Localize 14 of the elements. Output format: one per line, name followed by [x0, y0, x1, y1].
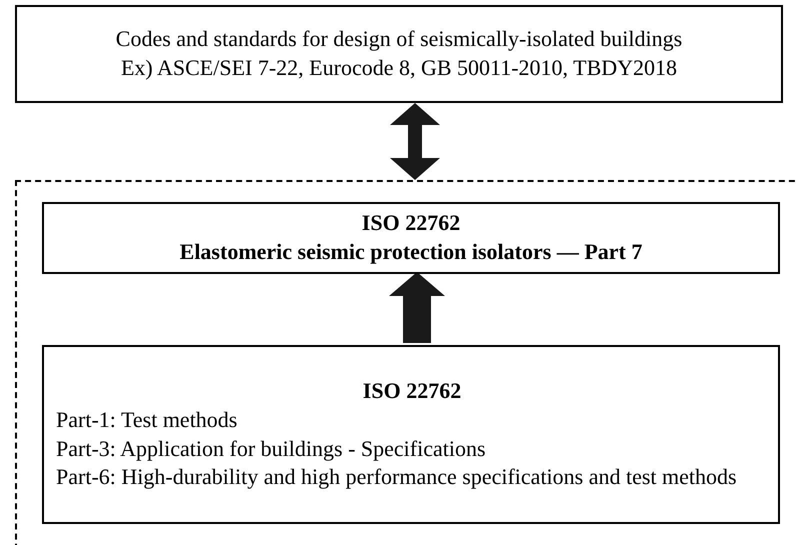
standard-box [42, 345, 780, 524]
standard-box [15, 5, 783, 103]
dashed-group-outline [15, 180, 797, 545]
standard-box [42, 202, 780, 274]
list-item: Part-3: Application for buildings - Specifications [56, 434, 487, 463]
box-heading: ISO 22762 [362, 377, 462, 406]
box-heading: ISO 22762 [360, 209, 462, 238]
block-arrow [389, 272, 445, 343]
block-arrow [390, 103, 440, 180]
list-item: Part-1: Test methods [56, 406, 238, 434]
box-heading: Codes and standards for design of seismically-isolated buildings [114, 25, 684, 54]
box-text: Elastomeric seismic protection isolators — Part 7 [178, 238, 644, 266]
box-text: Ex) ASCE/SEI 7-22, Eurocode 8, GB 50011-2010, TBDY2018 [120, 54, 678, 82]
list-item: Part-6: High-durability and high performance specifications and test methods [56, 463, 738, 492]
